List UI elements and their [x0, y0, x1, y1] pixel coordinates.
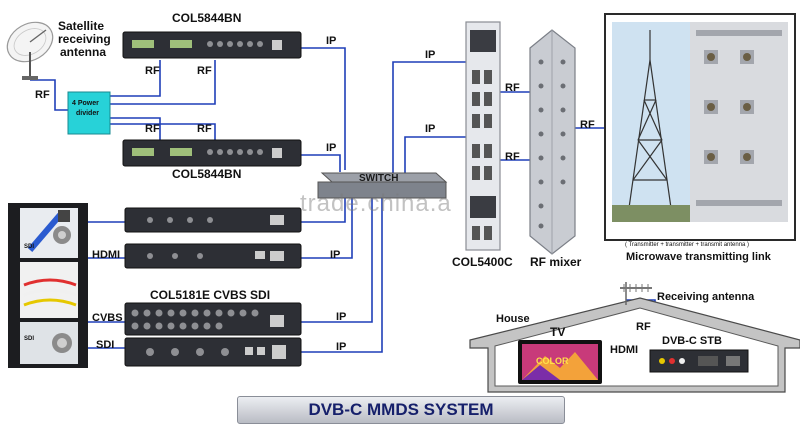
- ip-line-mid: [300, 154, 341, 172]
- switch-label: SWITCH: [359, 173, 399, 184]
- stb-device-icon: [649, 349, 749, 373]
- col5400c-label: COL5400C: [452, 255, 513, 269]
- rf-label-house: RF: [636, 321, 651, 333]
- ip-label-top: IP: [326, 35, 337, 47]
- rf-line-divider-top-1: [110, 60, 161, 97]
- rf-label-mixer-2: RF: [505, 151, 520, 163]
- tv-screen-text: COLOR: [536, 356, 569, 366]
- ip-label-cvbs: IP: [336, 311, 347, 323]
- ip-line-sdi: [300, 198, 383, 353]
- ip-line-top: [300, 47, 346, 170]
- ip-line-switch-mid: [404, 136, 468, 175]
- ip-label-enc2: IP: [330, 249, 341, 261]
- rf-label-microwave: RF: [580, 119, 595, 131]
- stb-label: DVB-C STB: [662, 335, 722, 347]
- rf-line-divider-mid-2: [110, 123, 216, 142]
- watermark: trade.china.a: [300, 190, 452, 217]
- ip-label-sdi: IP: [336, 341, 347, 353]
- tv-label: TV: [550, 325, 566, 339]
- rf-mixer-label: RF mixer: [530, 255, 582, 269]
- hdmi-label-house: HDMI: [610, 344, 639, 356]
- device-cvbs-label: COL5181E CVBS SDI: [150, 288, 271, 302]
- ip-line-enc1: [300, 195, 346, 223]
- device-encoder-hdmi: [124, 243, 302, 269]
- col5400c-chassis: [465, 21, 501, 251]
- system-title-banner: DVB-C MMDS SYSTEM: [237, 396, 565, 424]
- ip-label-switch-up: IP: [425, 49, 436, 61]
- device-sdi: [124, 337, 302, 367]
- sdi-small-label-1: SDI: [24, 244, 35, 250]
- house-label: House: [496, 313, 530, 325]
- cvbs-label: CVBS: [92, 312, 123, 324]
- satellite-label-line3: antenna: [60, 45, 107, 59]
- network-switch: [317, 172, 448, 199]
- power-divider-label-line1: 4 Power: [72, 100, 99, 107]
- device-mid-label: COL5844BN: [172, 167, 242, 181]
- rf-label-mid-1: RF: [145, 123, 160, 135]
- rf-label-top-2: RF: [197, 65, 212, 77]
- power-divider-label-line2: divider: [76, 110, 99, 117]
- ip-line-switch-up: [392, 61, 468, 175]
- ip-line-enc2: [300, 198, 353, 259]
- sdi-small-label-2: SDI: [24, 336, 35, 342]
- satellite-label-line1: Satellite: [58, 19, 105, 33]
- microwave-link-label: Microwave transmitting link: [626, 251, 771, 263]
- receiving-antenna-icon: [620, 282, 652, 305]
- ip-label-switch-mid: IP: [425, 123, 436, 135]
- rf-label-mid-2: RF: [197, 123, 212, 135]
- rf-mixer-unit: [529, 29, 576, 255]
- satellite-dish-icon: [6, 21, 54, 80]
- tv-icon: [518, 340, 602, 384]
- ip-label-mid: IP: [326, 142, 337, 154]
- hdmi-label: HDMI: [92, 249, 121, 261]
- device-top-label: COL5844BN: [172, 11, 242, 25]
- power-divider-box: [67, 91, 111, 135]
- satellite-label-line2: receiving: [58, 32, 111, 46]
- rf-label-top-1: RF: [145, 65, 160, 77]
- rf-line-divider-top-2: [110, 60, 216, 105]
- rf-line-satellite: [30, 79, 70, 111]
- microwave-photo: [604, 13, 796, 241]
- sky-background: [612, 22, 690, 222]
- source-panel: [8, 203, 88, 368]
- device-ports: [131, 40, 286, 359]
- rf-line-divider-mid-1: [110, 117, 161, 142]
- rf-label-mixer-1: RF: [505, 82, 520, 94]
- sdi-label: SDI: [96, 339, 115, 351]
- ip-line-cvbs: [300, 198, 373, 323]
- tower-icon: [627, 30, 673, 216]
- receiving-antenna-label: Receiving antenna: [657, 291, 755, 303]
- rf-label-satellite: RF: [35, 89, 50, 101]
- microwave-caption: ( Transmitter + transmitter + transmit a…: [625, 242, 750, 248]
